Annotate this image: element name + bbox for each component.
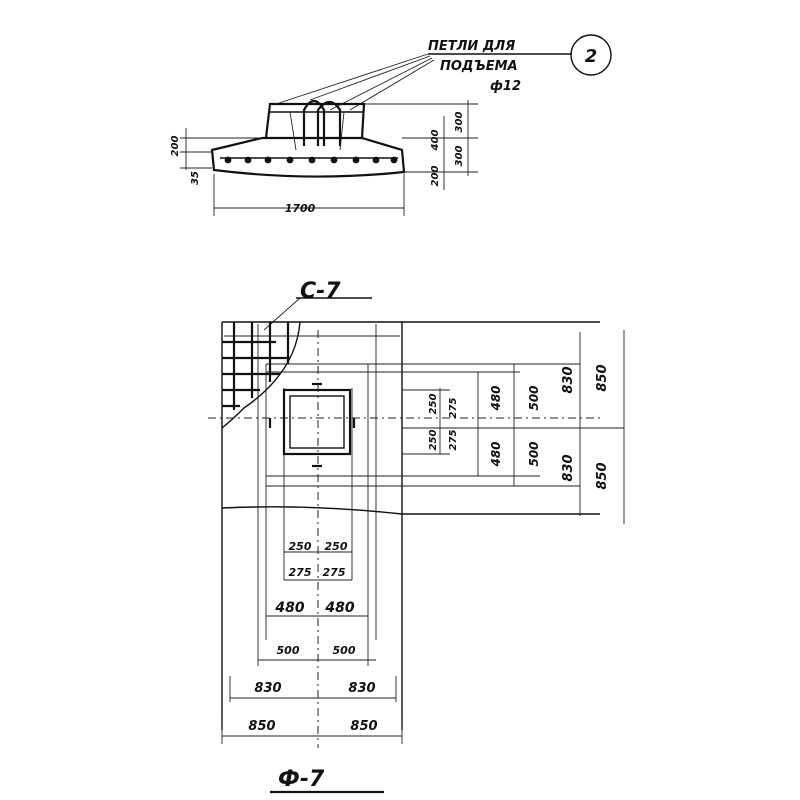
dim-h-500-right: 500: [333, 644, 356, 657]
mark-circle: [570, 34, 612, 76]
column-socket-outer: [282, 388, 352, 456]
dim-left-200: 200: [170, 136, 181, 157]
plan-name-text: Ф-7: [278, 767, 325, 792]
dim-v-480-bottom: 480: [489, 441, 503, 467]
dim-h-inner-275-left: 275: [289, 566, 312, 579]
dim-v-inner-250-bottom: 250: [428, 430, 439, 451]
leader-line-2: [309, 55, 431, 101]
lifting-loop-2: [316, 100, 342, 146]
leader-line-4: [349, 59, 435, 111]
plan-title: С-7: [263, 279, 372, 331]
dim-h-850-left: 850: [248, 719, 275, 734]
dim-right-400: 400: [430, 130, 441, 152]
leader-line-1: [275, 53, 429, 105]
dim-right-200: 200: [430, 166, 441, 187]
callout-line-1: ПЕТЛИ ДЛЯ: [428, 39, 515, 54]
base-slab: [210, 136, 406, 178]
foundation-section: 200 35 300 300 400 200 1700: [170, 99, 478, 216]
column-inner-left: [289, 111, 297, 151]
dim-h-500-left: 500: [277, 644, 300, 657]
mark-number: 2: [585, 46, 598, 67]
horizontal-dimensions: 250 250 275 275 480 480 500 500 830 830 …: [221, 540, 403, 744]
plan-name: Ф-7: [270, 767, 384, 794]
dim-v-inner-275-bottom: 275: [448, 430, 459, 451]
dim-right-300-top: 300: [454, 112, 465, 133]
dim-h-inner-275-right: 275: [323, 566, 346, 579]
column-socket-inner: [289, 395, 345, 449]
lifting-loops-callout: ПЕТЛИ ДЛЯ ПОДЪЕМА ф12 2: [275, 34, 612, 111]
dim-v-inner-275-top: 275: [448, 398, 459, 419]
dim-v-500-top: 500: [527, 385, 541, 410]
dim-h-inner-250-left: 250: [289, 540, 312, 553]
dim-v-850-bottom: 850: [595, 462, 610, 489]
dim-v-830-top: 830: [561, 366, 576, 393]
dim-h-830-right: 830: [348, 681, 375, 696]
vertical-dimensions: 250 250 275 275 480 480 500 500 830 830 …: [402, 330, 625, 524]
dim-h-480-left: 480: [274, 600, 304, 616]
callout-line-2: ПОДЪЕМА: [440, 59, 518, 74]
lifting-loop-1: [302, 99, 326, 146]
mesh-break-line: [221, 321, 301, 429]
dim-h-830-left: 830: [254, 681, 281, 696]
callout-line-3: ф12: [490, 79, 521, 94]
dim-v-480-top: 480: [489, 385, 503, 411]
dim-right-300-mid: 300: [454, 146, 465, 167]
plan-horizontal-break: [221, 506, 600, 515]
rebar-dots: [224, 156, 398, 164]
dim-v-500-bottom: 500: [527, 441, 541, 466]
dim-v-830-bottom: 830: [561, 454, 576, 481]
dim-left-35: 35: [190, 171, 201, 185]
foundation-plan: 250 250 275 275 480 480 500 500 830 830 …: [208, 321, 625, 748]
plan-title-text: С-7: [300, 279, 341, 304]
mesh-hatch: [221, 321, 301, 429]
dim-h-inner-250-right: 250: [325, 540, 348, 553]
dim-h-480-right: 480: [324, 600, 354, 616]
column-stub: [264, 102, 366, 139]
dim-h-850-right: 850: [350, 719, 377, 734]
dim-bottom-1700: 1700: [285, 202, 316, 215]
dim-v-850-top: 850: [595, 364, 610, 391]
leader-line-3: [329, 57, 433, 111]
dim-v-inner-250-top: 250: [428, 394, 439, 415]
